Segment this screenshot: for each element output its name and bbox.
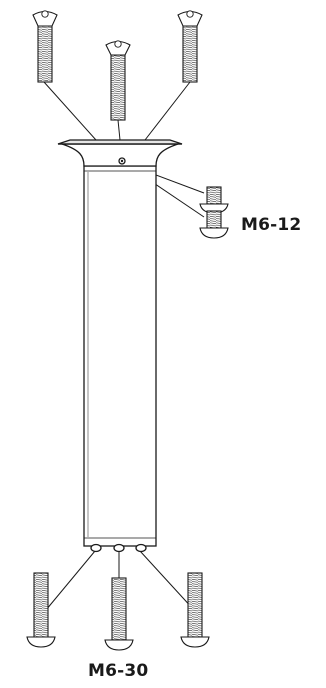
torx-icon (114, 40, 122, 48)
leader-top-center (117, 119, 121, 141)
label-m6-30: M6-30 (88, 661, 149, 681)
leader-bottom-left (45, 550, 96, 611)
torx-icon (41, 10, 49, 18)
bottom-holes (90, 543, 147, 553)
screw-m6-30-right (180, 572, 210, 648)
leg-tube (83, 165, 157, 547)
leg-flange (61, 143, 179, 167)
screw-top-left (32, 10, 58, 83)
screw-m6-12-upper (199, 186, 229, 214)
long-screws (26, 572, 210, 651)
screw-m6-30-left (26, 572, 56, 648)
leader-top-left (43, 81, 97, 141)
screw-top-center (105, 40, 131, 121)
torx-icon (186, 10, 194, 18)
label-m6-12: M6-12 (241, 215, 302, 235)
table-leg (57, 139, 183, 553)
screw-m6-30-center (104, 577, 134, 651)
screw-top-right (177, 10, 203, 83)
leader-top-right (144, 81, 191, 141)
screw-m6-12-lower (199, 210, 229, 239)
top-screws (32, 10, 203, 121)
short-screws (199, 186, 229, 239)
leader-bottom-right (139, 550, 195, 611)
